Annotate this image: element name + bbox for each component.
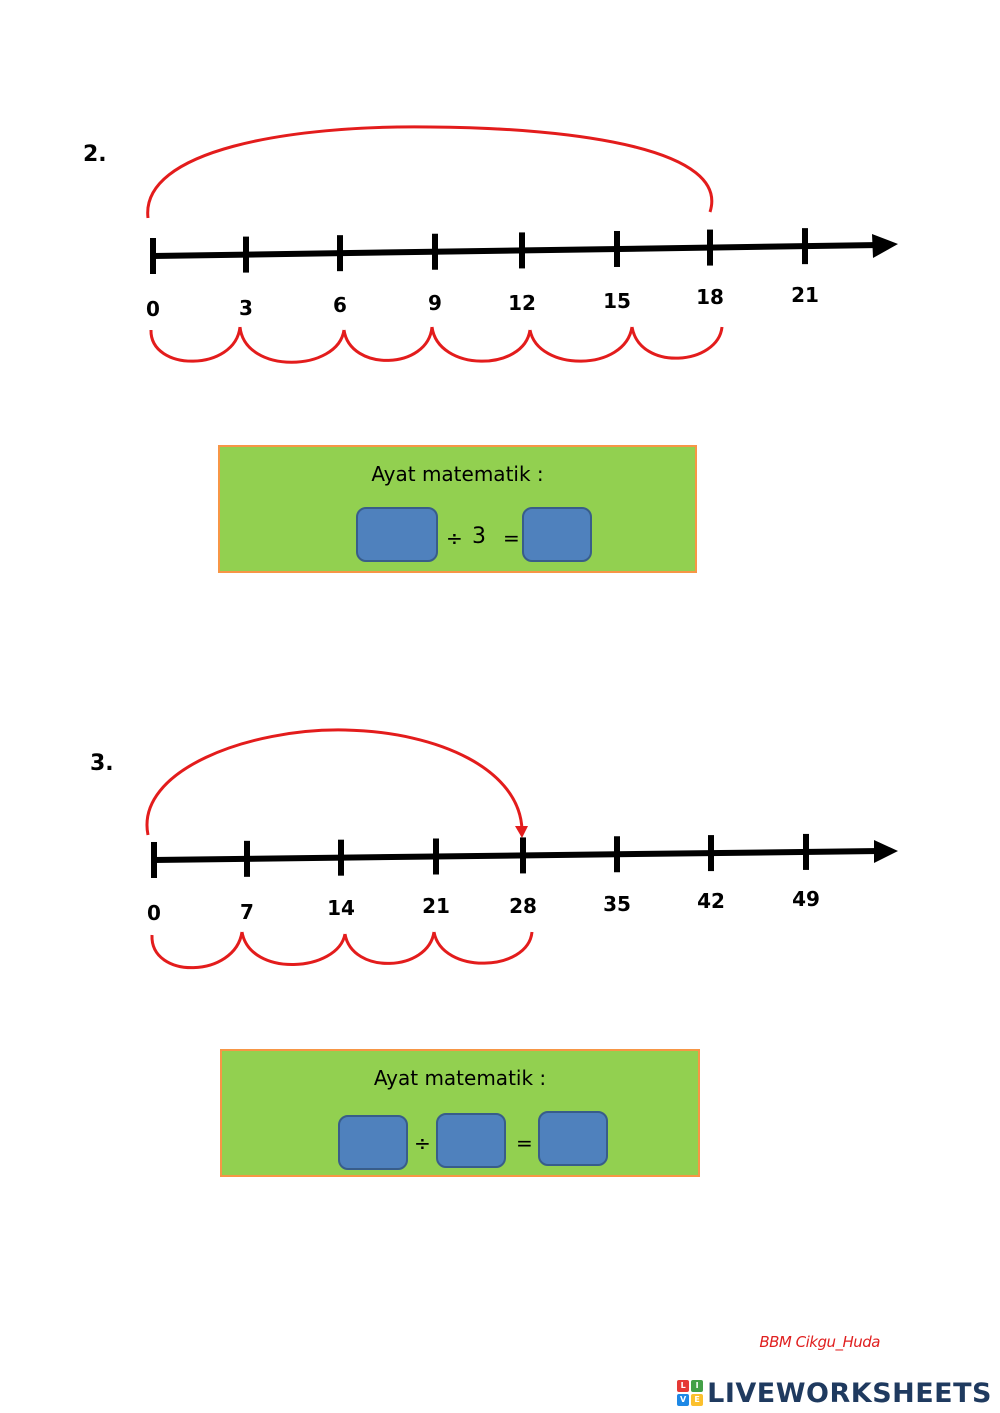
hop-arc (150, 931, 244, 970)
tick-label: 3 (239, 296, 253, 320)
tick-labels-group: 0 7 14 21 28 35 42 49 (147, 887, 820, 925)
tick-mark (151, 841, 157, 878)
tick-mark (519, 232, 525, 269)
equals-sign: = (503, 526, 520, 550)
hop-arc (343, 931, 436, 965)
tick-label: 49 (792, 887, 820, 911)
number-line-q2: 0 3 6 9 12 15 18 21 (146, 125, 898, 364)
big-arc (146, 125, 714, 219)
tick-label: 21 (791, 283, 819, 307)
math-sentence-box: Ayat matematik : ÷ 3 = (218, 445, 697, 573)
math-sentence-box: Ayat matematik : ÷ = (220, 1049, 700, 1177)
tick-mark (243, 236, 249, 273)
tick-label: 14 (327, 896, 355, 920)
tick-mark (614, 836, 620, 873)
big-arc (145, 728, 524, 836)
author-credit: BBM Cikgu_Huda (759, 1333, 880, 1351)
axis-line (152, 848, 881, 863)
tick-label: 18 (696, 285, 724, 309)
brand-name: LIVEWORKSHEETS (707, 1377, 992, 1409)
tick-mark (244, 840, 250, 877)
tick-label: 42 (697, 889, 725, 913)
tick-mark (614, 230, 620, 267)
tick-mark (520, 837, 526, 874)
hop-arc (432, 931, 534, 965)
arc-arrow-head (515, 826, 528, 838)
tick-mark (338, 839, 344, 876)
tick-mark (707, 229, 713, 266)
arrow-head (874, 840, 898, 863)
number-line-q3: 0 7 14 21 28 35 42 49 (145, 728, 898, 970)
liveworksheets-logo-icon: L I V E (677, 1380, 704, 1406)
hop-arc (240, 931, 347, 966)
tick-mark (150, 238, 156, 274)
footer-brand[interactable]: L I V E LIVEWORKSHEETS (677, 1376, 992, 1410)
logo-letter: V (677, 1394, 690, 1406)
tick-label: 0 (146, 297, 160, 321)
logo-letter: E (691, 1394, 704, 1406)
question-number: 3. (90, 751, 114, 776)
answer-box-quotient[interactable] (522, 507, 592, 562)
ticks-group (151, 833, 809, 878)
hop-arc (630, 326, 724, 360)
divisor-value: 3 (472, 524, 486, 549)
tick-mark (803, 833, 809, 870)
tick-mark (432, 233, 438, 270)
divide-sign: ÷ (414, 1131, 431, 1155)
tick-mark (337, 235, 343, 272)
tick-label: 21 (422, 894, 450, 918)
ticks-group (150, 228, 808, 274)
tick-mark (708, 835, 714, 872)
tick-label: 35 (603, 892, 631, 916)
axis-line (152, 242, 881, 259)
hop-arc (342, 326, 434, 362)
equals-sign: = (516, 1131, 533, 1155)
tick-label: 7 (240, 900, 254, 924)
tick-mark (802, 228, 808, 265)
logo-letter: L (677, 1380, 690, 1392)
hop-arc (149, 326, 242, 363)
math-sentence-title: Ayat matematik : (371, 462, 544, 486)
tick-label: 12 (508, 291, 536, 315)
tick-mark (433, 838, 439, 875)
tick-label: 28 (509, 894, 537, 918)
answer-box-divisor[interactable] (436, 1113, 506, 1168)
answer-box-dividend[interactable] (356, 507, 438, 562)
divide-sign: ÷ (446, 526, 463, 550)
tick-label: 15 (603, 289, 631, 313)
arrow-head (872, 234, 898, 258)
hop-arc (238, 326, 346, 364)
answer-box-dividend[interactable] (338, 1115, 408, 1170)
hop-arc (430, 326, 532, 363)
tick-label: 6 (333, 293, 347, 317)
math-sentence-title: Ayat matematik : (373, 1066, 547, 1090)
logo-letter: I (691, 1380, 704, 1392)
answer-box-quotient[interactable] (538, 1111, 608, 1166)
tick-labels-group: 0 3 6 9 12 15 18 21 (146, 283, 819, 321)
question-number: 2. (83, 142, 107, 167)
hop-arc (528, 326, 634, 363)
tick-label: 9 (428, 291, 442, 315)
tick-label: 0 (147, 901, 161, 925)
